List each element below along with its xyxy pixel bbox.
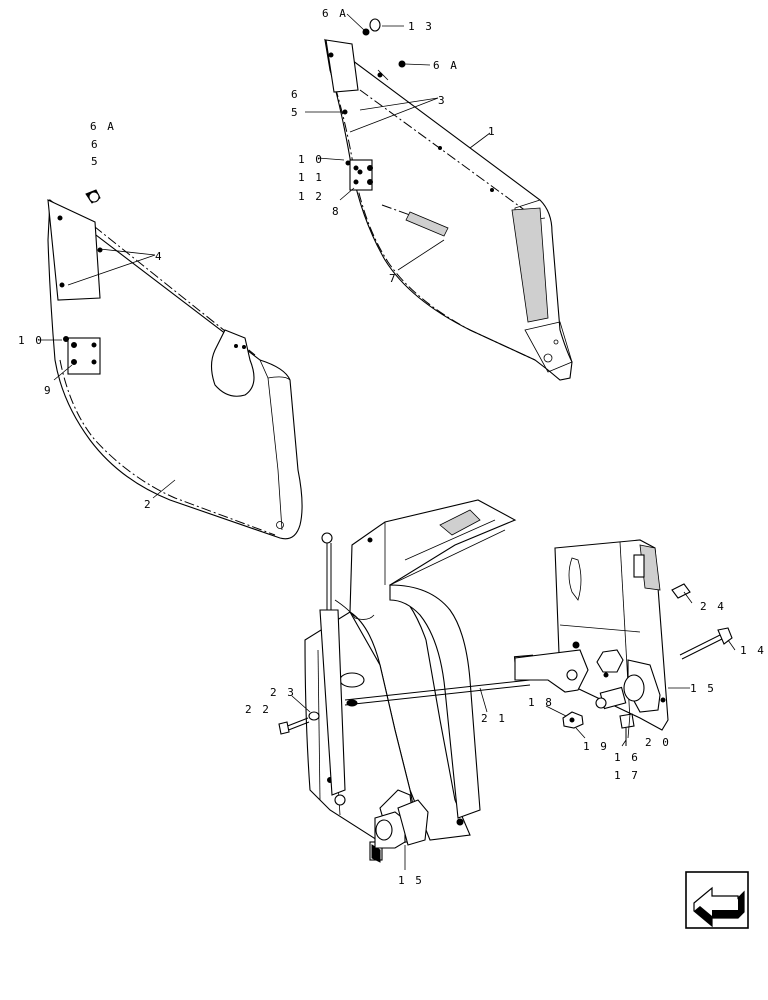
door-right-panel bbox=[324, 38, 573, 381]
callout-15: 1 5 bbox=[398, 874, 424, 887]
callout-11: 1 1 bbox=[298, 171, 324, 184]
callout-16: 1 6 bbox=[614, 751, 640, 764]
callout-24: 2 4 bbox=[700, 600, 726, 613]
callout-6: 6 bbox=[91, 138, 100, 151]
callout-1: 1 bbox=[488, 125, 497, 138]
callout-6a: 6 A bbox=[433, 59, 459, 72]
leader-lines bbox=[38, 13, 736, 870]
callout-2: 2 bbox=[144, 498, 153, 511]
callout-6a: 6 A bbox=[90, 120, 116, 133]
callout-5: 5 bbox=[291, 106, 300, 119]
callout-4: 4 bbox=[155, 250, 164, 263]
callout-9: 9 bbox=[44, 384, 53, 397]
callout-14: 1 4 bbox=[740, 644, 766, 657]
callout-19: 1 9 bbox=[583, 740, 609, 753]
nav-arrow-button[interactable] bbox=[685, 871, 749, 929]
gas-strut bbox=[319, 532, 375, 806]
callout-6: 6 bbox=[291, 88, 300, 101]
callout-20: 2 0 bbox=[645, 736, 671, 749]
callout-23: 2 3 bbox=[270, 686, 296, 699]
callout-5: 5 bbox=[91, 155, 100, 168]
callout-8: 8 bbox=[332, 205, 341, 218]
callout-6a: 6 A bbox=[322, 7, 348, 20]
callout-10: 1 0 bbox=[18, 334, 44, 347]
callout-13: 1 3 bbox=[408, 20, 434, 33]
callout-15: 1 5 bbox=[690, 682, 716, 695]
callout-17: 1 7 bbox=[614, 769, 640, 782]
door-left-panel bbox=[47, 198, 303, 540]
callout-22: 2 2 bbox=[245, 703, 271, 716]
callout-18: 1 8 bbox=[528, 696, 554, 709]
callout-7: 7 bbox=[389, 272, 398, 285]
callout-10: 1 0 bbox=[298, 153, 324, 166]
arrow-left-icon bbox=[693, 886, 745, 928]
callout-labels: 6 A 1 3 6 A 6 5 3 1 1 0 1 1 1 2 8 7 6 A … bbox=[18, 7, 766, 887]
callout-3: 3 bbox=[438, 94, 447, 107]
callout-21: 2 1 bbox=[481, 712, 507, 725]
latch-bracket-plate bbox=[514, 539, 669, 731]
hardware bbox=[63, 18, 733, 746]
callout-12: 1 2 bbox=[298, 190, 324, 203]
